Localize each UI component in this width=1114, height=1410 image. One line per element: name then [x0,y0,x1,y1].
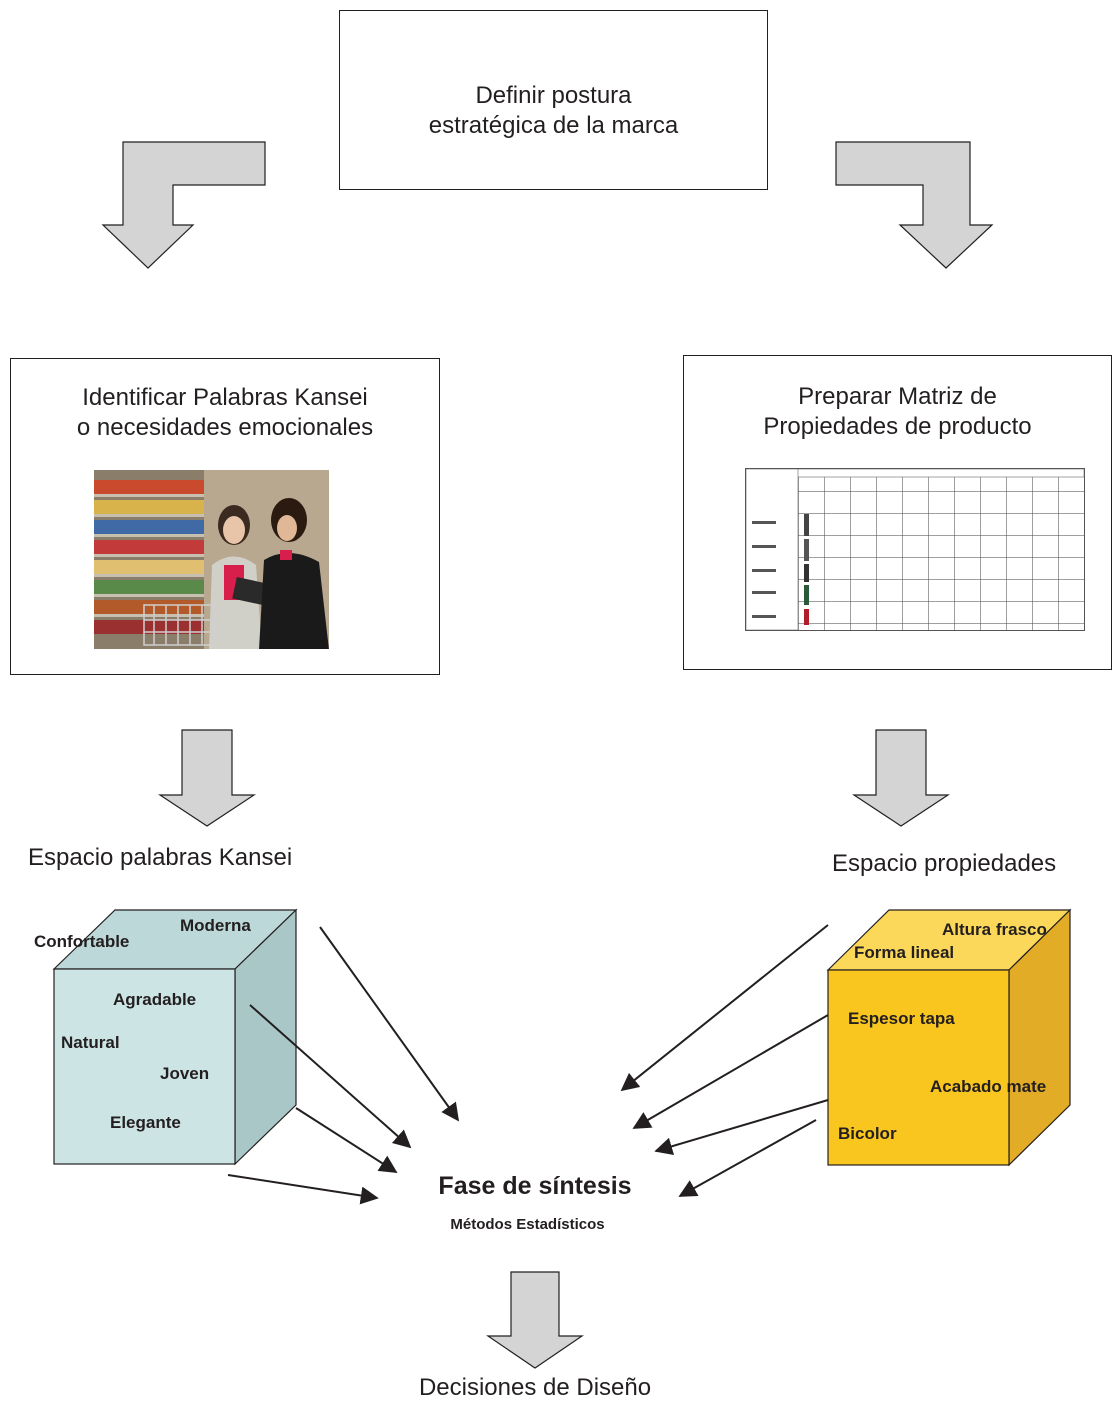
matrix-box-line2: Propiedades de producto [763,413,1032,440]
property-espesor-tapa: Espesor tapa [848,1009,955,1028]
property-altura-frasco: Altura frasco [942,920,1047,939]
product-properties-matrix-thumbnail [745,468,1085,631]
kansei-cube [52,908,298,1166]
supermarket-shoppers-photo [94,470,329,649]
kansei-word-agradable: Agradable [113,990,197,1009]
synthesis-title: Fase de síntesis [438,1172,632,1200]
property-acabado-mate: Acabado mate [930,1077,1047,1096]
strategy-box: Definir postura estratégica de la marca [339,10,768,190]
kansei-box-line1: Identificar Palabras Kansei [82,384,368,411]
property-forma-lineal: Forma lineal [854,943,955,962]
bent-arrow-left [101,141,266,269]
kansei-word-confortable: Confortable [34,932,130,951]
kansei-word-moderna: Moderna [180,916,251,935]
properties-space-title: Espacio propiedades [832,850,1057,877]
down-arrow-right [852,729,950,827]
properties-cube [826,908,1072,1167]
kansei-word-natural: Natural [61,1033,120,1052]
down-arrow-bottom [486,1271,584,1369]
bent-arrow-right [835,141,994,269]
design-decisions-label: Decisiones de Diseño [418,1374,652,1401]
matrix-box-line1: Preparar Matriz de [798,383,997,410]
strategy-box-line1: Definir postura [475,82,632,109]
kansei-word-joven: Joven [160,1064,210,1083]
kansei-word-elegante: Elegante [110,1113,181,1132]
synthesis-subtitle: Métodos Estadísticos [450,1216,605,1233]
down-arrow-left [158,729,256,827]
kansei-space-title: Espacio palabras Kansei [28,844,293,871]
connector-arrows [227,924,829,1205]
kansei-box-line2: o necesidades emocionales [76,414,374,441]
strategy-box-line2: estratégica de la marca [428,112,679,139]
property-bicolor: Bicolor [838,1124,897,1143]
